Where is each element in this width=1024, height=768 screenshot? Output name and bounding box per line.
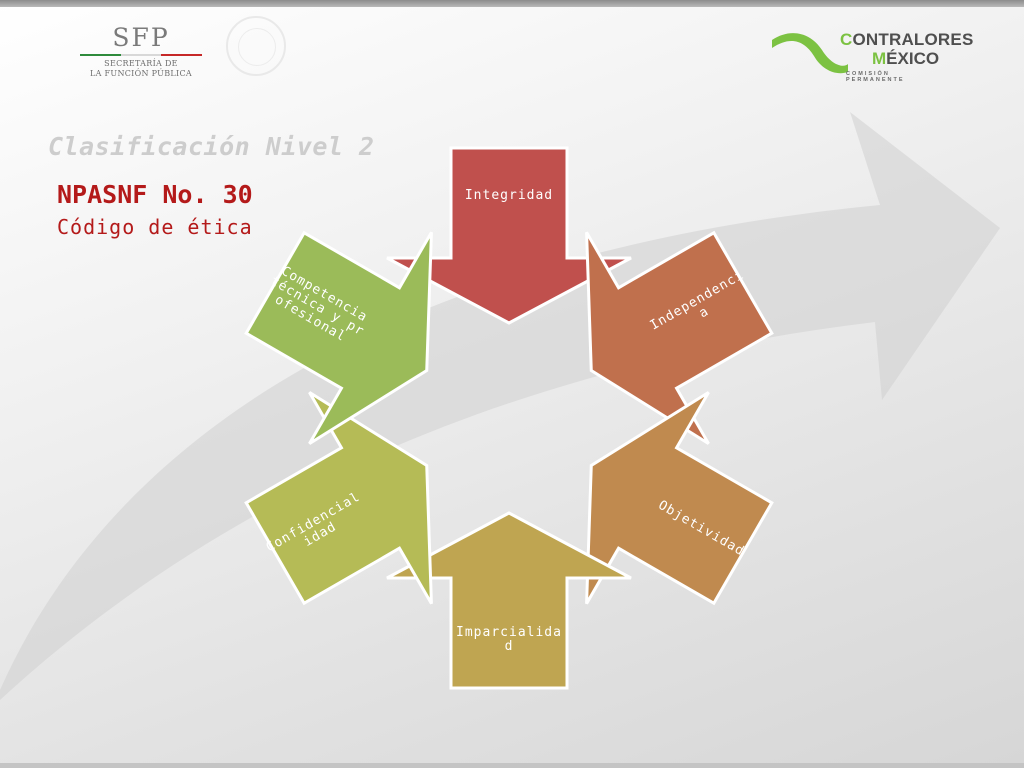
arrow-integridad (386, 146, 632, 325)
sfp-logo: SFP SECRETARÍA DE LA FUNCIÓN PÚBLICA (76, 24, 206, 79)
arrow-competencia (244, 230, 433, 445)
arrow-imparcialidad (386, 511, 632, 690)
arrow-independencia (585, 230, 774, 445)
stripe-green (80, 54, 121, 56)
contralores-logo: CONTRALORES MÉXICO COMISIÓN PERMANENTE (840, 30, 973, 83)
contralores-logo-initial-m: M (872, 49, 887, 68)
bottom-bar (0, 763, 1024, 768)
top-bar (0, 0, 1024, 7)
arrow-label-integridad: Integridad (464, 188, 554, 203)
arrow-label-imparcialidad: Imparcialidad (456, 625, 562, 654)
arrow-shape-independencia (585, 230, 774, 445)
contralores-logo-line1: CONTRALORES (840, 30, 973, 49)
stripe-white (120, 54, 162, 56)
slide-norm-title: NPASNF No. 30 (57, 180, 253, 209)
national-seal-icon (226, 16, 286, 76)
contralores-logo-rest-1: ONTRALORES (852, 30, 974, 49)
arrow-shape-integridad (386, 146, 632, 325)
contralores-logo-initial-c: C (840, 30, 853, 49)
arrow-objetividad (585, 391, 774, 606)
arrow-shape-objetividad (585, 391, 774, 606)
arrow-shape-competencia (244, 230, 433, 445)
contralores-logo-line3: COMISIÓN PERMANENTE (846, 71, 905, 83)
slide-subtitle: Código de ética (57, 215, 253, 239)
sfp-logo-mark: SFP (112, 23, 170, 52)
arrow-confidencialidad (244, 391, 433, 606)
arrow-shape-confidencialidad (244, 391, 433, 606)
contralores-logo-rest-2: ÉXICO (886, 49, 940, 68)
arrow-shape-imparcialidad (386, 511, 632, 690)
slide-level-title: Clasificación Nivel 2 (48, 132, 375, 161)
contralores-swoosh-icon (772, 33, 848, 74)
sfp-logo-stripe (80, 54, 203, 56)
stripe-red (161, 54, 203, 56)
sfp-logo-line2: LA FUNCIÓN PÚBLICA (90, 69, 192, 78)
sfp-logo-line1: SECRETARÍA DE (104, 59, 178, 68)
contralores-logo-line2: MÉXICO (840, 49, 950, 68)
